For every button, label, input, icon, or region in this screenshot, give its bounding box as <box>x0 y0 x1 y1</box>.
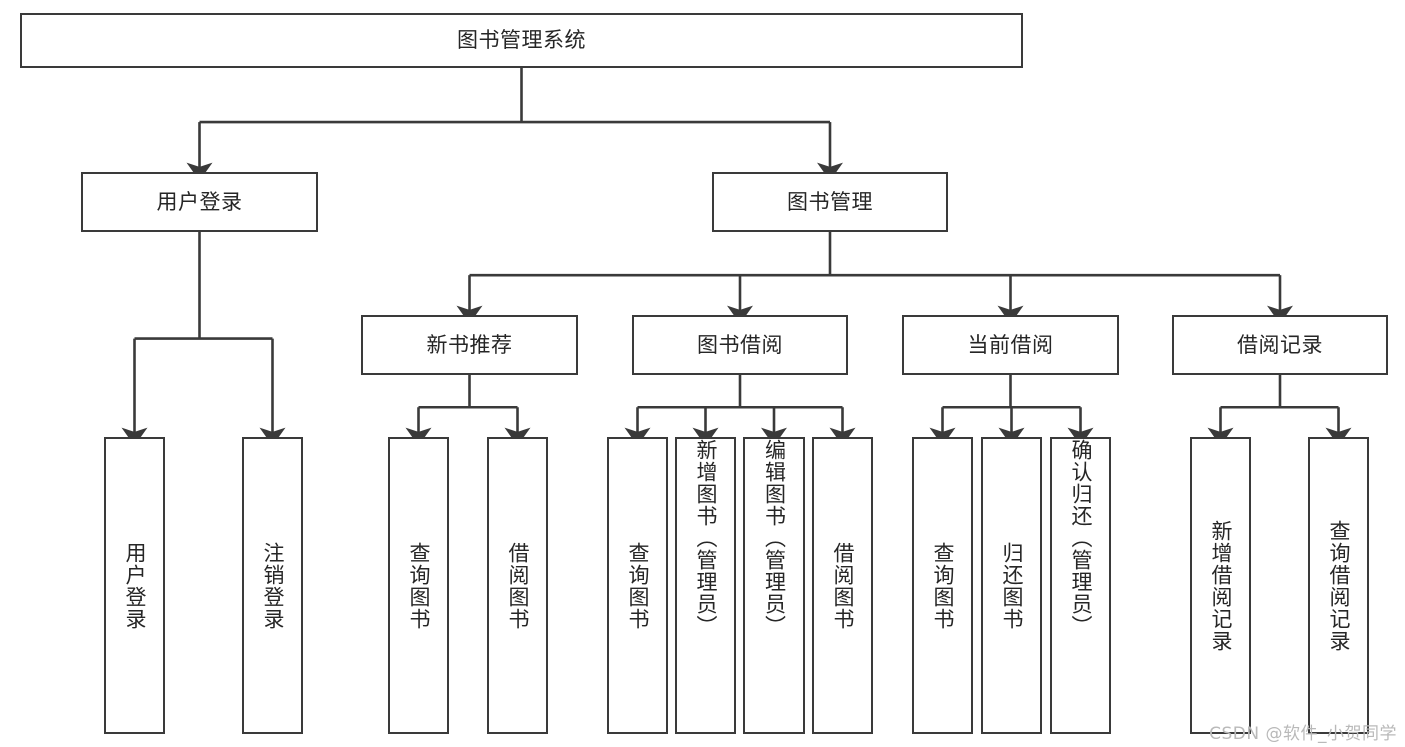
node-r-add[interactable]: 新增借阅记录 <box>1190 437 1251 734</box>
node-label: 借阅图书 <box>830 541 855 630</box>
node-records[interactable]: 借阅记录 <box>1172 315 1388 375</box>
node-l-login[interactable]: 用户登录 <box>104 437 165 734</box>
node-l-logout[interactable]: 注销登录 <box>242 437 303 734</box>
watermark-text: CSDN @软件_小贺同学 <box>1209 724 1397 744</box>
node-c-confirm[interactable]: 确认归还（管理员） <box>1050 437 1111 734</box>
node-bookmgmt[interactable]: 图书管理 <box>712 172 948 232</box>
node-login[interactable]: 用户登录 <box>81 172 318 232</box>
node-n-query[interactable]: 查询图书 <box>388 437 449 734</box>
node-label: 查询借阅记录 <box>1326 519 1351 652</box>
node-label: 图书管理 <box>787 189 873 214</box>
node-newbook[interactable]: 新书推荐 <box>361 315 578 375</box>
node-label: 图书借阅 <box>697 332 783 357</box>
node-label: 借阅记录 <box>1237 332 1323 357</box>
node-label: 确认归还（管理员） <box>1068 439 1093 637</box>
node-label: 用户登录 <box>122 541 147 630</box>
node-b-edit[interactable]: 编辑图书（管理员） <box>743 437 805 734</box>
node-label: 注销登录 <box>260 541 285 630</box>
node-c-query[interactable]: 查询图书 <box>912 437 973 734</box>
node-n-borrow[interactable]: 借阅图书 <box>487 437 548 734</box>
node-c-return[interactable]: 归还图书 <box>981 437 1042 734</box>
node-label: 编辑图书（管理员） <box>762 439 787 637</box>
node-b-lend[interactable]: 借阅图书 <box>812 437 873 734</box>
node-label: 新增借阅记录 <box>1208 519 1233 652</box>
node-root[interactable]: 图书管理系统 <box>20 13 1023 68</box>
node-b-add[interactable]: 新增图书（管理员） <box>675 437 736 734</box>
node-label: 新书推荐 <box>426 332 513 357</box>
node-label: 用户登录 <box>156 189 243 214</box>
node-label: 借阅图书 <box>505 541 530 630</box>
node-current[interactable]: 当前借阅 <box>902 315 1119 375</box>
node-borrow[interactable]: 图书借阅 <box>632 315 848 375</box>
node-label: 查询图书 <box>406 541 431 630</box>
node-label: 图书管理系统 <box>457 28 586 53</box>
node-label: 新增图书（管理员） <box>693 439 718 637</box>
node-label: 当前借阅 <box>967 332 1054 357</box>
node-label: 归还图书 <box>999 541 1024 630</box>
node-b-query[interactable]: 查询图书 <box>607 437 668 734</box>
node-label: 查询图书 <box>625 541 650 630</box>
node-r-query[interactable]: 查询借阅记录 <box>1308 437 1369 734</box>
node-label: 查询图书 <box>930 541 955 630</box>
